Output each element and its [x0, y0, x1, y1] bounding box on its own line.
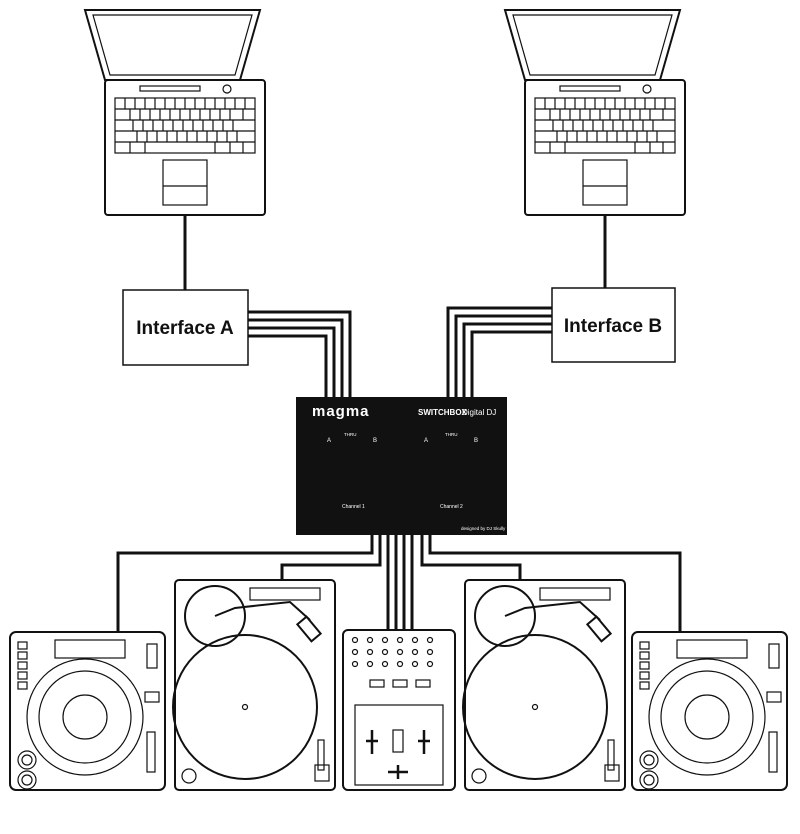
switchbox-product: SWITCHBOX — [418, 408, 468, 417]
cables-interface-b-to-switchbox — [446, 306, 552, 397]
ch2-a-label: A — [424, 438, 428, 444]
ch1-a-label: A — [327, 438, 331, 444]
cdj-right — [631, 631, 788, 791]
switchbox: magma SWITCHBOX Digital DJ A THRU B A TH… — [296, 397, 507, 535]
interface-a: Interface A — [122, 289, 249, 366]
interface-b: Interface B — [551, 287, 676, 363]
dj-mixer — [342, 629, 456, 791]
interface-a-label: Interface A — [136, 318, 234, 339]
ch1-b-label: B — [373, 438, 377, 444]
cdj-left — [9, 631, 166, 791]
turntable-left — [172, 579, 336, 791]
ch2-label: Channel 2 — [440, 504, 463, 510]
laptop-a — [84, 9, 266, 216]
ch1-label: Channel 1 — [342, 504, 365, 510]
cables-switchbox-to-decks — [116, 535, 682, 632]
cables-interface-a-to-switchbox — [248, 310, 352, 397]
ch2-thru-label: THRU — [445, 432, 458, 437]
turntable-right — [462, 579, 626, 791]
ch1-thru-label: THRU — [344, 432, 357, 437]
ch2-b-label: B — [474, 438, 478, 444]
switchbox-subtitle: Digital DJ — [462, 408, 496, 417]
magma-logo: magma — [312, 403, 370, 420]
credit-label: designed by DJ Skully — [461, 526, 506, 531]
interface-b-label: Interface B — [564, 316, 662, 337]
laptop-b — [504, 9, 686, 216]
